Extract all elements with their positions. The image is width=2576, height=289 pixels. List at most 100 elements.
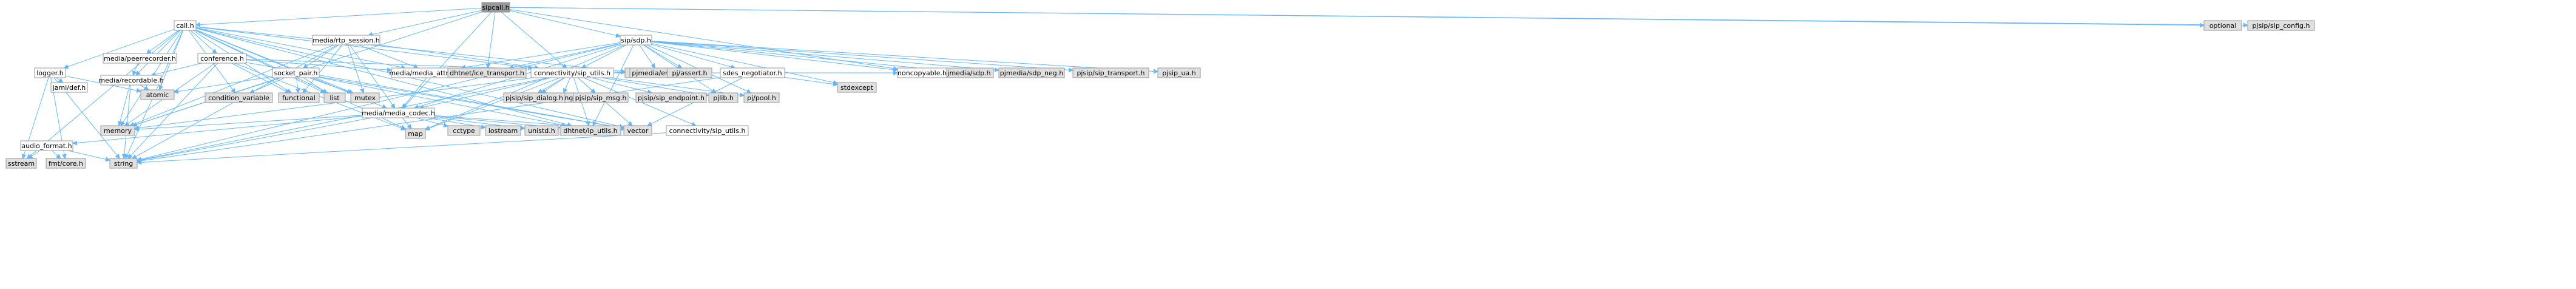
node-label: string [114, 160, 134, 168]
node-call[interactable]: call.h [174, 20, 197, 31]
edge-conference-to-media_attribute [246, 59, 392, 72]
edge-socket_pair-to-vector [319, 76, 624, 130]
node-label: pjsip/sip_dialog.h [505, 94, 563, 102]
node-socket_pair[interactable]: socket_pair.h [272, 67, 320, 78]
node-box [481, 2, 510, 13]
node-box [103, 53, 177, 64]
node-box [2247, 20, 2315, 31]
node-label: unistd.h [528, 127, 555, 135]
node-list: list [323, 92, 346, 103]
node-functional: functional [278, 92, 320, 103]
node-pjsip_config: pjsip/sip_config.h [2247, 20, 2315, 31]
node-pjmedia_sdp_neg: pjmedia/sdp_neg.h [998, 67, 1065, 78]
node-box [20, 140, 73, 151]
node-media_codec[interactable]: media/media_codec.h [362, 107, 435, 118]
edge-sip_sdp-to-ice_transport [508, 43, 621, 70]
node-sip_utils_main[interactable]: connectivity/sip_utils.h [530, 67, 614, 78]
node-sip_utils_dup[interactable]: connectivity/sip_utils.h [666, 125, 749, 136]
node-box [109, 158, 138, 169]
edge-sip_utils_main-to-pjlib [601, 77, 709, 97]
node-recordable[interactable]: media/recordable.h [98, 75, 164, 86]
edge-sip_sdp-to-pjsip_transport [651, 41, 1073, 73]
edge-sip_utils_main-to-pjsip_endpoint [591, 77, 653, 95]
node-label: iostream [488, 127, 518, 135]
node-logger[interactable]: logger.h [34, 67, 66, 78]
node-pjsip_transport: pjsip/sip_transport.h [1072, 67, 1149, 78]
node-box [447, 67, 527, 78]
node-string: string [109, 158, 138, 169]
node-mutex: mutex [350, 92, 380, 103]
node-label: condition_variable [208, 94, 269, 102]
edges-layer [21, 7, 2248, 165]
node-label: pjsip/sip_endpoint.h [638, 94, 705, 102]
node-box [623, 125, 652, 136]
node-cctype: cctype [447, 125, 481, 136]
edge-conference-to-recordable [150, 63, 202, 77]
node-box [350, 92, 380, 103]
node-conference[interactable]: conference.h [197, 53, 247, 64]
node-pjsip_ua: pjsip_ua.h [1157, 67, 1201, 78]
edge-audio_format-to-sstream [27, 150, 40, 159]
edge-sip_utils_main-to-pjsip_dialog [541, 77, 566, 93]
node-sipcall[interactable]: sipcall.h [481, 2, 510, 13]
node-label: connectivity/sip_utils.h [669, 127, 746, 135]
edge-sipcall-to-sip_sdp [509, 10, 621, 38]
node-rtp_session[interactable]: media/rtp_session.h [312, 35, 380, 46]
node-sstream: sstream [5, 158, 37, 169]
node-box [503, 92, 566, 103]
node-box [278, 92, 320, 103]
edge-rtp_session-to-socket_pair [302, 44, 339, 69]
edge-sip_sdp-to-pjmedia_sdp [651, 41, 941, 72]
node-vector: vector [623, 125, 652, 136]
node-box [205, 92, 273, 103]
node-label: sip/sdp.h [621, 36, 651, 44]
node-label: pjmedia/sdp_neg.h [1000, 69, 1063, 77]
edge-call-to-logger [63, 29, 175, 69]
node-sip_sdp[interactable]: sip/sdp.h [620, 35, 652, 46]
node-box [272, 67, 320, 78]
node-pjlib: pjlib.h [708, 92, 739, 103]
node-box [312, 35, 380, 46]
node-condition_variable: condition_variable [205, 92, 273, 103]
node-label: sstream [8, 160, 35, 168]
edge-peerrecorder-to-recordable [132, 63, 138, 76]
node-box [620, 35, 652, 46]
edge-media_codec-to-string [137, 117, 372, 163]
node-pj_assert: pj/assert.h [667, 67, 712, 78]
node-peerrecorder[interactable]: media/peerrecorder.h [103, 53, 177, 64]
edge-sip_utils_main-to-media_codec [419, 77, 552, 110]
edge-socket_pair-to-functional [295, 77, 300, 93]
edge-sip_sdp-to-sip_utils_main [581, 44, 627, 69]
edge-audio_format-to-string [67, 150, 110, 162]
edge-recordable-to-atomic [140, 84, 149, 90]
edge-conference-to-functional [231, 63, 290, 93]
node-label: pjsip/sip_config.h [2253, 22, 2310, 30]
edge-sipcall-to-rtp_session [368, 10, 482, 37]
edge-rtp_session-to-sip_utils_main [379, 44, 539, 70]
node-noncopyable[interactable]: noncopyable.h [897, 67, 947, 78]
edge-sdes-to-stdexcept [784, 76, 838, 87]
node-label: media/media_codec.h [362, 109, 435, 117]
node-label: media/rtp_session.h [313, 36, 380, 44]
node-label: pjmedia/sdp.h [943, 69, 990, 77]
node-label: call.h [176, 22, 194, 30]
edge-media_codec-to-audio_format [72, 116, 363, 146]
node-label: media/peerrecorder.h [104, 55, 176, 63]
edge-sip_sdp-to-pjmedia_errno [639, 44, 656, 69]
node-audio_format[interactable]: audio_format.h [20, 140, 73, 151]
edge-socket_pair-to-dht_ip_utils [319, 77, 567, 127]
node-label: socket_pair.h [274, 69, 318, 77]
edge-audio_format-to-fmtcore [52, 150, 61, 159]
node-label: sdes_negotiator.h [723, 69, 782, 77]
node-label: noncopyable.h [898, 69, 947, 77]
node-jamidef[interactable]: jami/def.h [50, 82, 88, 93]
node-sdes[interactable]: sdes_negotiator.h [720, 67, 785, 78]
node-label: fmt/core.h [49, 160, 83, 168]
node-label: mutex [354, 94, 376, 102]
node-box [323, 92, 346, 103]
node-pjmedia_sdp: pjmedia/sdp.h [940, 67, 994, 78]
node-pjsip_endpoint: pjsip/sip_endpoint.h [635, 92, 707, 103]
node-pjsip_msg: pjsip/sip_msg.h [573, 92, 629, 103]
node-box [100, 75, 162, 86]
